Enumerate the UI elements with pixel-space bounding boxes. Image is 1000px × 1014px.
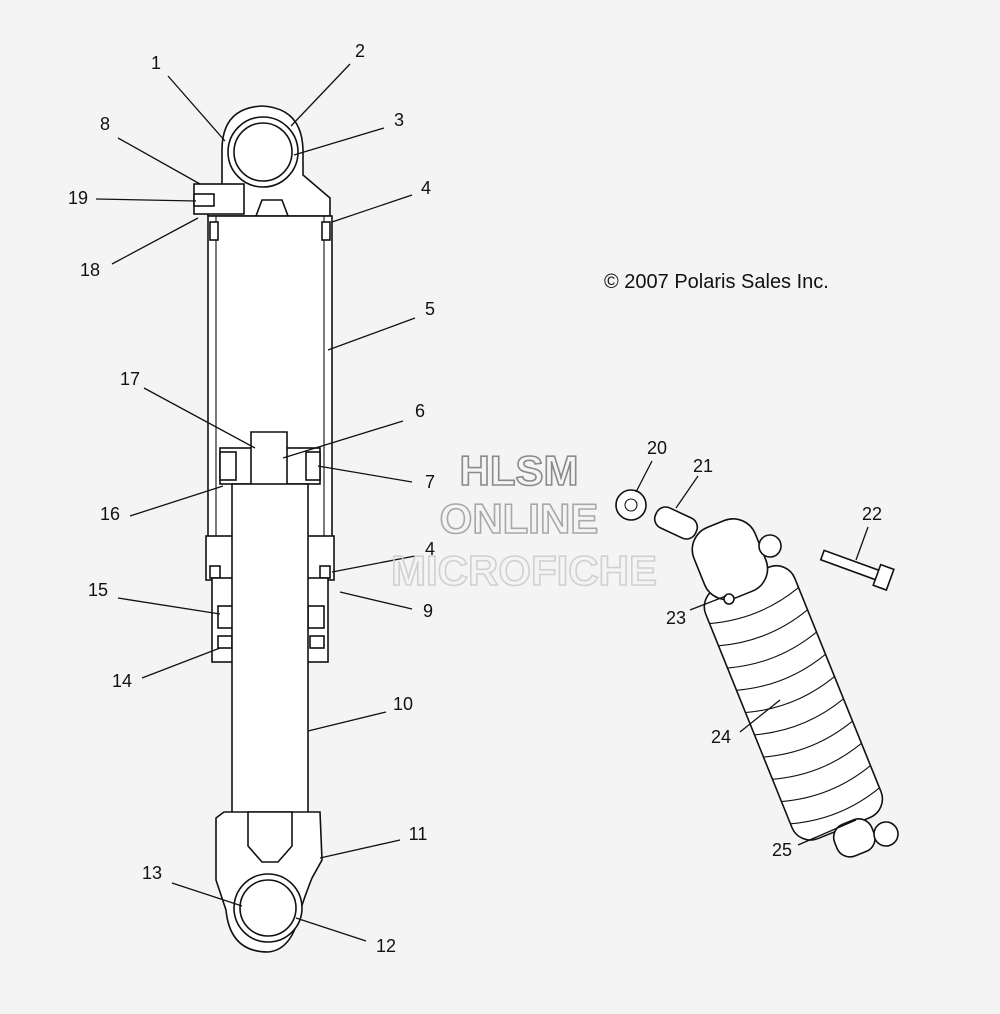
spring-coils	[709, 587, 880, 825]
callout-21: 21	[693, 456, 713, 476]
callout-1: 1	[151, 53, 161, 73]
bottom-oring-right	[319, 565, 331, 579]
callout-18: 18	[80, 260, 100, 280]
watermark-line-3: MICROFICHE	[391, 547, 657, 594]
callout-16: 16	[100, 504, 120, 524]
seal-right	[307, 605, 325, 629]
callout-24: 24	[711, 727, 731, 747]
copyright-text: © 2007 Polaris Sales Inc.	[604, 271, 829, 293]
callout-4-top: 4	[421, 178, 431, 198]
callout-17: 17	[120, 369, 140, 389]
nut	[615, 489, 647, 521]
bottom-eye-bushing	[239, 879, 297, 937]
bottom-oring-left	[209, 565, 221, 579]
watermark-line-2: ONLINE	[440, 495, 599, 542]
wiper-right	[309, 635, 325, 649]
top-oring-left	[209, 221, 219, 241]
top-eye-bushing	[233, 122, 293, 182]
callout-7: 7	[425, 472, 435, 492]
bolt-shank	[819, 549, 882, 582]
top-nub	[254, 199, 290, 217]
callout-23: 23	[666, 608, 686, 628]
callout-11: 11	[409, 824, 428, 844]
callout-13: 13	[142, 863, 162, 883]
callout-4-bottom: 4	[425, 539, 435, 559]
callout-20: 20	[647, 438, 667, 458]
piston-ring-left	[219, 451, 237, 481]
callout-12: 12	[376, 936, 396, 956]
leader-lines	[95, 63, 869, 942]
grease-fitting	[723, 593, 735, 605]
callout-labels: 1 2 3 8 19 4 18 5 17 6 7 16 4 15 9 14 10…	[68, 41, 882, 956]
callout-8: 8	[100, 114, 110, 134]
callout-3: 3	[394, 110, 404, 130]
callout-9: 9	[423, 601, 433, 621]
callout-10: 10	[393, 694, 413, 714]
coil-shock-assembly	[615, 489, 899, 858]
callout-25: 25	[772, 840, 792, 860]
watermark-line-1: HLSM	[460, 447, 579, 494]
callout-15: 15	[88, 580, 108, 600]
callout-14: 14	[112, 671, 132, 691]
bolt-head	[872, 563, 895, 592]
bottom-eye-slot	[247, 811, 293, 863]
callout-19: 19	[68, 188, 88, 208]
top-oring-right	[321, 221, 331, 241]
callout-22: 22	[862, 504, 882, 524]
callout-2: 2	[355, 41, 365, 61]
piston-ring-right	[305, 451, 321, 481]
lower-eyelet	[832, 818, 876, 858]
shock-shaft	[231, 483, 309, 815]
sleeve	[653, 506, 699, 540]
callout-5: 5	[425, 299, 435, 319]
upper-eyelet-hole	[758, 534, 782, 558]
lower-eyelet-hole	[873, 821, 899, 847]
callout-6: 6	[415, 401, 425, 421]
watermark: HLSM ONLINE MICROFICHE	[390, 446, 658, 595]
shock-body-assembly	[193, 105, 335, 953]
wiper-left	[217, 635, 233, 649]
valve-screw	[193, 193, 215, 207]
